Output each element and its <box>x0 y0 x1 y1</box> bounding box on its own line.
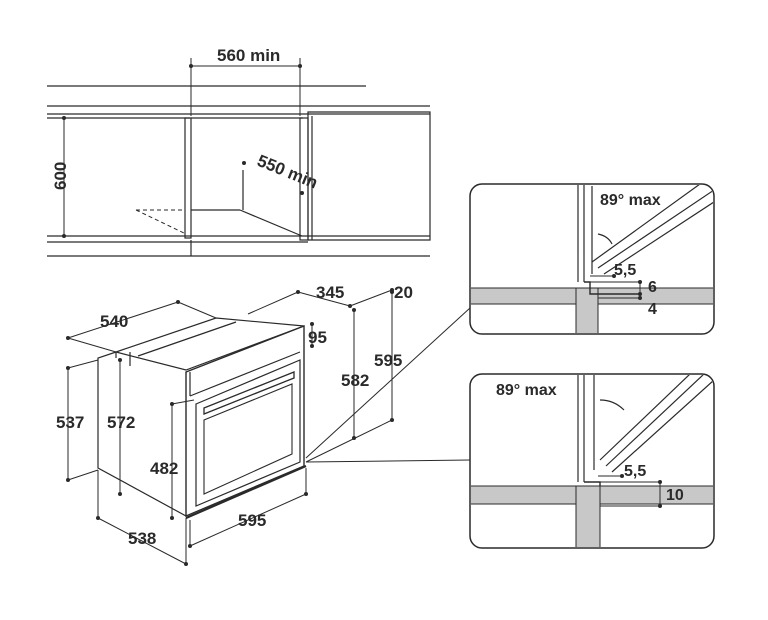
label-595-width: 595 <box>238 511 266 530</box>
dim-560-min: 560 min <box>189 46 302 116</box>
detail-top: 89° max 5,5 6 4 <box>469 183 715 335</box>
label-95: 95 <box>308 328 327 347</box>
dim-540: 540 <box>66 300 217 353</box>
dim-538: 538 <box>96 470 188 566</box>
dim-600: 600 <box>51 116 70 238</box>
dim-572: 572 <box>107 358 135 496</box>
label-20: 20 <box>394 283 413 302</box>
label-572: 572 <box>107 413 135 432</box>
dim-482: 482 <box>150 399 195 520</box>
leader-bottom-detail <box>305 459 471 463</box>
detail-top-base: 4 <box>648 301 657 318</box>
detail-bottom-base: 10 <box>666 487 684 504</box>
dim-345: 345 <box>247 283 351 315</box>
detail-top-gap: 5,5 <box>614 262 636 279</box>
dim-20: 20 <box>348 283 413 308</box>
dim-95: 95 <box>308 322 327 348</box>
dim-582: 582 <box>341 308 369 440</box>
dim-595-height: 595 <box>305 290 402 463</box>
label-482: 482 <box>150 459 178 478</box>
label-538: 538 <box>128 529 156 548</box>
label-345: 345 <box>316 283 344 302</box>
label-540: 540 <box>100 312 128 331</box>
label-595-height: 595 <box>374 351 402 370</box>
label-550-min: 550 min <box>255 151 321 192</box>
detail-bottom-gap: 5,5 <box>624 463 646 480</box>
label-582: 582 <box>341 371 369 390</box>
label-537: 537 <box>56 413 84 432</box>
leader-top-detail <box>305 307 471 459</box>
cabinet-niche <box>47 85 431 257</box>
detail-bottom-angle: 89° max <box>496 382 557 399</box>
detail-bottom: 89° max 5,5 10 <box>469 373 715 549</box>
oven-body <box>97 317 307 520</box>
label-600: 600 <box>51 162 70 190</box>
label-560-min: 560 min <box>217 46 280 65</box>
dim-595-width: 595 <box>188 468 308 548</box>
detail-top-angle: 89° max <box>600 192 661 209</box>
detail-top-step: 6 <box>648 279 657 296</box>
dim-537: 537 <box>56 359 99 482</box>
